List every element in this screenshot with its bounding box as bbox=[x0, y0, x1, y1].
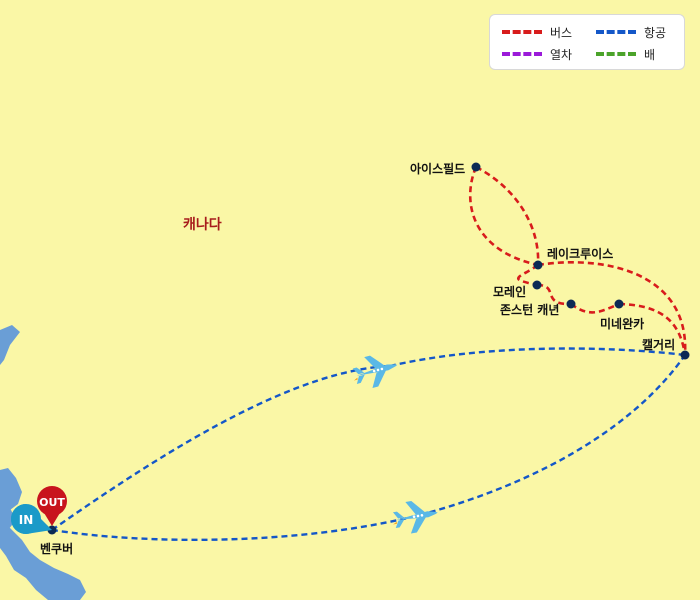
air-line-icon bbox=[596, 30, 636, 34]
legend-label-train: 열차 bbox=[550, 47, 573, 62]
in-marker: IN bbox=[11, 504, 52, 534]
airplane-icon bbox=[392, 500, 438, 534]
legend-item-ship: 배 bbox=[596, 45, 655, 63]
city-label-minnewanka: 미네완카 bbox=[600, 317, 645, 331]
city-label-calgary: 캘거리 bbox=[642, 338, 676, 352]
city-label-icefield: 아이스필드 bbox=[410, 162, 466, 176]
in-marker-label: IN bbox=[19, 513, 34, 527]
city-dot-moraine bbox=[532, 280, 542, 290]
city-dot-johnston bbox=[566, 299, 576, 309]
legend-item-bus: 버스 bbox=[502, 23, 572, 41]
city-dots bbox=[47, 162, 690, 535]
city-label-lakelouise: 레이크루이스 bbox=[547, 247, 614, 261]
city-dot-minnewanka bbox=[614, 299, 624, 309]
city-label-vancouver: 벤쿠버 bbox=[40, 542, 74, 556]
bus-line-icon bbox=[502, 30, 542, 34]
ship-line-icon bbox=[596, 52, 636, 56]
legend-label-air: 항공 bbox=[644, 25, 667, 40]
out-marker: OUT bbox=[37, 486, 67, 526]
train-line-icon bbox=[502, 52, 542, 56]
legend-label-bus: 버스 bbox=[550, 25, 573, 40]
city-label-moraine: 모레인 bbox=[493, 285, 527, 299]
city-dot-calgary bbox=[680, 350, 690, 360]
city-dot-lakelouise bbox=[533, 260, 543, 270]
city-label-johnston: 존스턴 캐년 bbox=[500, 303, 560, 317]
city-dot-icefield bbox=[471, 162, 481, 172]
airplane-icon bbox=[352, 355, 398, 389]
legend-item-train: 열차 bbox=[502, 45, 572, 63]
air-routes bbox=[51, 347, 686, 542]
legend-item-air: 항공 bbox=[596, 23, 666, 41]
water-area bbox=[0, 325, 86, 600]
legend: 버스 항공 열차 배 bbox=[489, 14, 685, 70]
legend-label-ship: 배 bbox=[644, 47, 656, 62]
out-marker-label: OUT bbox=[39, 496, 65, 509]
country-label: 캐나다 bbox=[183, 217, 222, 233]
bus-routes bbox=[468, 165, 687, 356]
